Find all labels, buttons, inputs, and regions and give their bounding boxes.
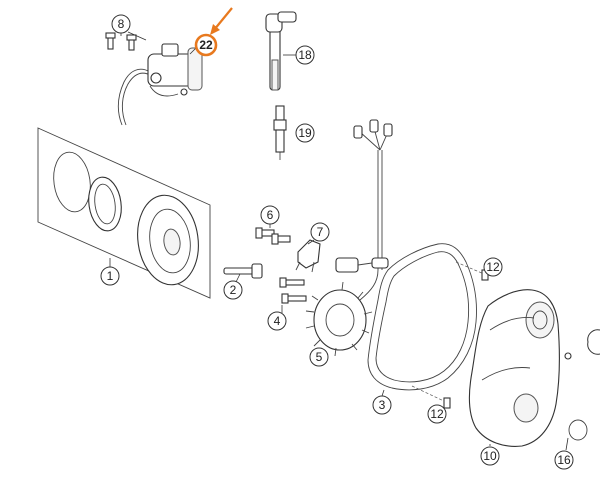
gasket (367, 243, 485, 403)
spark-plug (273, 105, 287, 160)
callout-12-bottom: 12 (427, 404, 447, 424)
screws-4 (279, 277, 307, 313)
svg-text:19: 19 (298, 126, 312, 140)
callout-12-top: 12 (483, 257, 503, 277)
bolt-2 (223, 263, 263, 283)
callout-7: 7 (310, 222, 330, 242)
bolt-8-pair (105, 32, 137, 51)
stator (305, 269, 379, 357)
bolt-12-bottom (443, 397, 451, 409)
callout-3: 3 (372, 395, 392, 415)
bracket-7 (295, 239, 321, 273)
svg-text:18: 18 (298, 48, 312, 62)
svg-text:12: 12 (430, 407, 444, 421)
svg-text:6: 6 (267, 208, 274, 222)
svg-text:12: 12 (486, 260, 500, 274)
svg-text:3: 3 (379, 398, 386, 412)
callout-16: 16 (554, 450, 574, 470)
callout-22: 22 (194, 33, 218, 57)
svg-text:1: 1 (107, 269, 114, 283)
svg-text:4: 4 (274, 314, 281, 328)
svg-text:22: 22 (199, 38, 213, 52)
callout-5: 5 (309, 347, 329, 367)
svg-text:5: 5 (316, 350, 323, 364)
svg-text:8: 8 (118, 17, 125, 31)
small-fitting (564, 352, 572, 360)
svg-text:16: 16 (557, 453, 571, 467)
ignition-cover (468, 289, 560, 447)
svg-text:7: 7 (317, 225, 324, 239)
callout-19: 19 (295, 123, 315, 143)
callout-8: 8 (111, 14, 131, 34)
callout-4: 4 (267, 311, 287, 331)
cable-harness (335, 119, 393, 273)
ignition-coil (117, 43, 203, 126)
spark-plug-connector (265, 11, 297, 91)
o-ring (565, 419, 588, 451)
screws-6 (255, 227, 291, 245)
svg-text:2: 2 (230, 283, 237, 297)
callout-1: 1 (100, 266, 120, 286)
flywheel-group (37, 127, 211, 299)
callout-18: 18 (295, 45, 315, 65)
callout-2: 2 (223, 280, 243, 300)
callout-10: 10 (480, 446, 500, 466)
partial-callout-edge (587, 329, 600, 355)
highlight-arrow (210, 7, 233, 35)
svg-text:10: 10 (483, 449, 497, 463)
callout-6: 6 (260, 205, 280, 225)
